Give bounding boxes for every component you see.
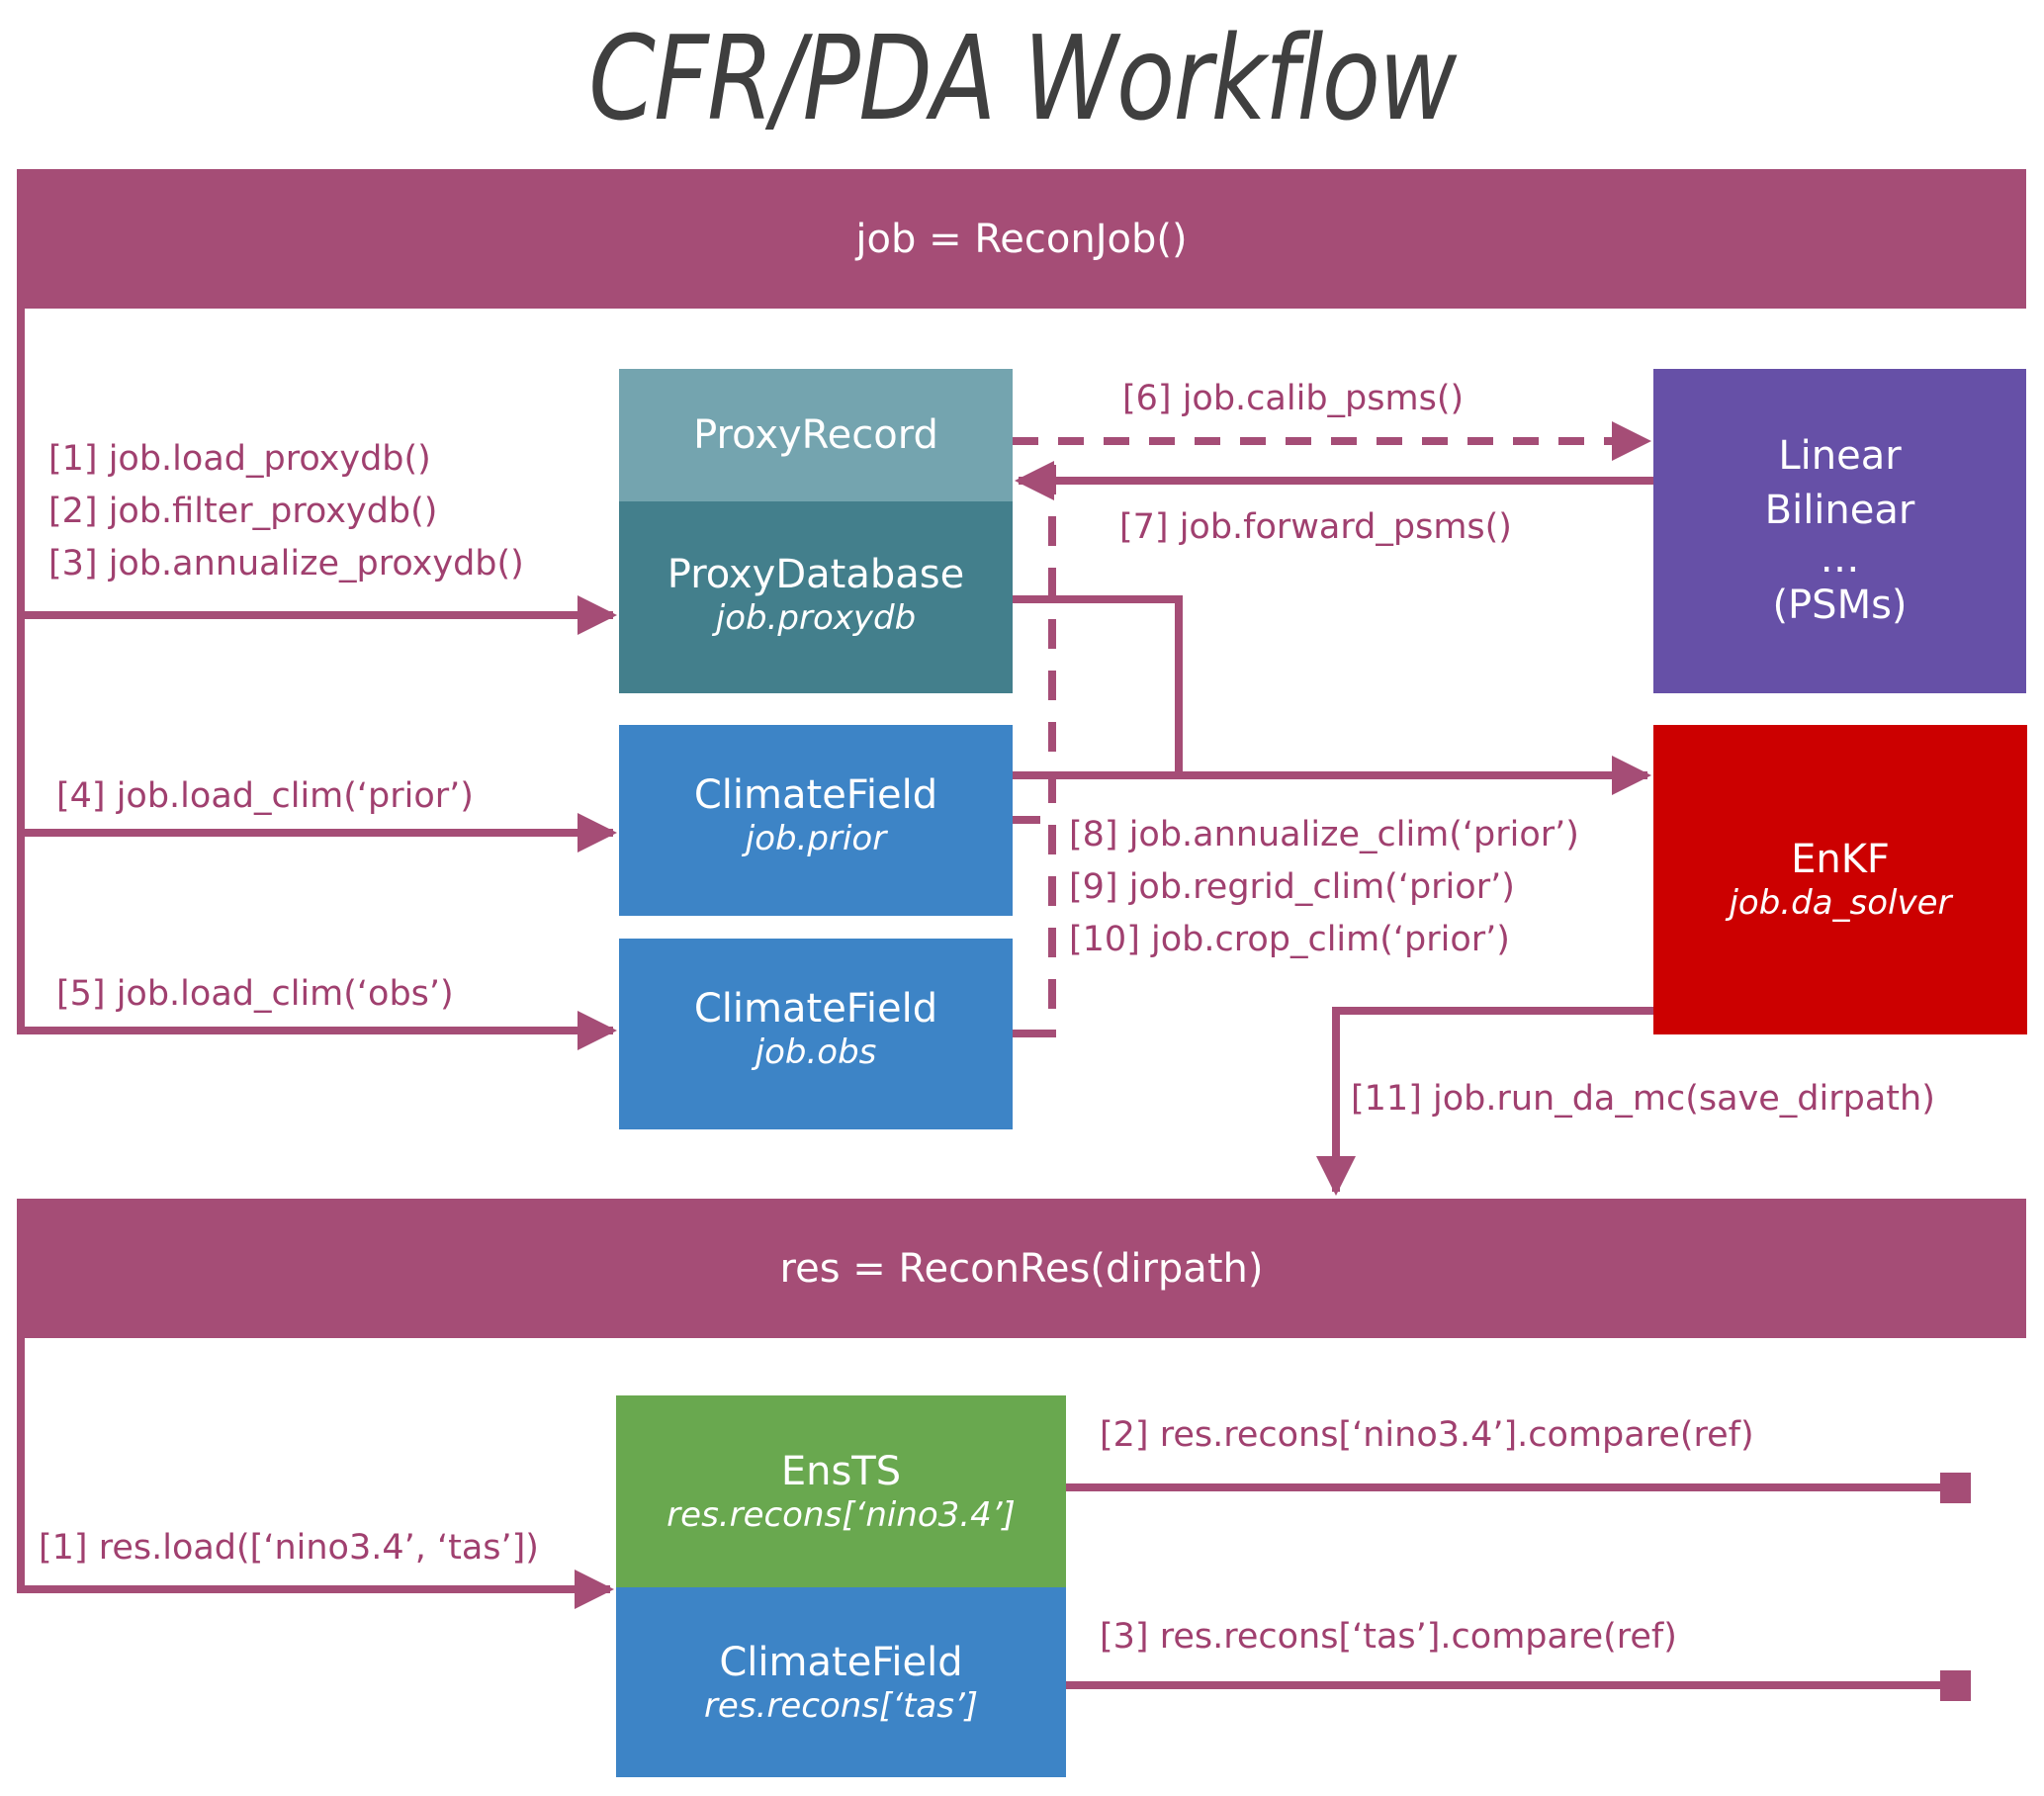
step-regrid-clim: [9] job.regrid_clim(‘prior’) xyxy=(1069,867,1515,907)
res-banner-label: res = ReconRes(dirpath) xyxy=(779,1245,1264,1292)
proxy-record-title: ProxyRecord xyxy=(693,412,938,458)
climate-field-prior-var: job.prior xyxy=(745,819,887,859)
step-annualize-proxydb: [3] job.annualize_proxydb() xyxy=(48,544,524,584)
climate-field-obs-var: job.obs xyxy=(755,1033,877,1073)
proxy-steps-label: [1] job.load_proxydb() [2] job.filter_pr… xyxy=(48,433,524,590)
terminal-square-nino xyxy=(1940,1473,1971,1503)
job-banner: job = ReconJob() xyxy=(17,169,2026,309)
step-load-proxydb: [1] job.load_proxydb() xyxy=(48,439,431,479)
step-crop-clim: [10] job.crop_clim(‘prior’) xyxy=(1069,920,1510,959)
proxy-database-var: job.proxydb xyxy=(715,598,917,638)
proxy-database-box[interactable]: ProxyDatabase job.proxydb xyxy=(619,501,1013,693)
proxy-database-title: ProxyDatabase xyxy=(667,552,965,597)
psm-linear: Linear xyxy=(1778,433,1902,480)
psm-ellipsis: … xyxy=(1820,535,1860,582)
step-forward-psms: [7] job.forward_psms() xyxy=(1119,507,1512,547)
step-compare-nino: [2] res.recons[‘nino3.4’].compare(ref) xyxy=(1100,1415,1754,1455)
job-banner-label: job = ReconJob() xyxy=(855,216,1188,262)
clim-steps-label: [8] job.annualize_clim(‘prior’) [9] job.… xyxy=(1069,809,1579,966)
step-compare-tas: [3] res.recons[‘tas’].compare(ref) xyxy=(1100,1617,1677,1657)
climate-field-obs-box[interactable]: ClimateField job.obs xyxy=(619,939,1013,1129)
psm-box[interactable]: Linear Bilinear … (PSMs) xyxy=(1653,369,2026,693)
step-res-load: [1] res.load([‘nino3.4’, ‘tas’]) xyxy=(39,1528,539,1568)
res-banner: res = ReconRes(dirpath) xyxy=(17,1199,2026,1338)
enkf-title: EnKF xyxy=(1791,837,1890,883)
climate-field-tas-var: res.recons[‘tas’] xyxy=(703,1685,979,1726)
line-proxydb-to-enkf xyxy=(1013,595,1183,775)
ensts-var: res.recons[‘nino3.4’] xyxy=(667,1494,1016,1535)
ensts-title: EnsTS xyxy=(780,1448,902,1494)
psm-bilinear: Bilinear xyxy=(1764,488,1915,534)
climate-field-tas-title: ClimateField xyxy=(719,1639,963,1685)
climate-field-prior-box[interactable]: ClimateField job.prior xyxy=(619,725,1013,916)
terminal-square-tas xyxy=(1940,1670,1971,1701)
step-load-obs: [5] job.load_clim(‘obs’) xyxy=(56,974,454,1014)
climate-field-obs-title: ClimateField xyxy=(693,986,938,1033)
climate-field-tas-box[interactable]: ClimateField res.recons[‘tas’] xyxy=(616,1587,1066,1777)
step-calib-psms: [6] job.calib_psms() xyxy=(1122,379,1465,418)
enkf-var: job.da_solver xyxy=(1729,883,1952,924)
ensts-box[interactable]: EnsTS res.recons[‘nino3.4’] xyxy=(616,1395,1066,1587)
enkf-box[interactable]: EnKF job.da_solver xyxy=(1653,725,2027,1034)
psm-caption: (PSMs) xyxy=(1772,582,1908,628)
step-load-prior: [4] job.load_clim(‘prior’) xyxy=(56,776,474,816)
step-run-da-mc: [11] job.run_da_mc(save_dirpath) xyxy=(1351,1079,1935,1119)
proxy-record-box[interactable]: ProxyRecord xyxy=(619,369,1013,501)
step-filter-proxydb: [2] job.filter_proxydb() xyxy=(48,492,438,531)
climate-field-prior-title: ClimateField xyxy=(693,772,938,819)
step-annualize-clim: [8] job.annualize_clim(‘prior’) xyxy=(1069,815,1579,854)
diagram-title: CFR/PDA Workflow xyxy=(588,10,1457,146)
arrow-run-da-mc xyxy=(1316,1007,1653,1196)
